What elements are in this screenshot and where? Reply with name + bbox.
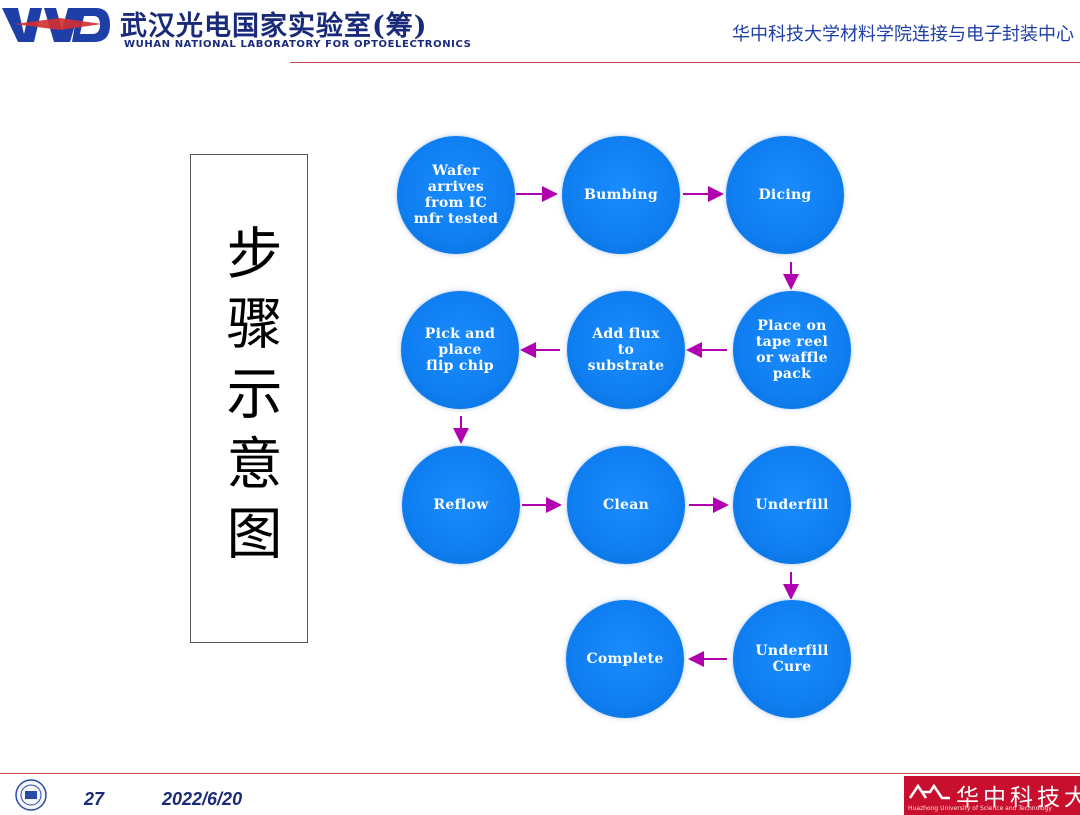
svg-text:HUST: HUST	[908, 800, 911, 802]
node-complete: Complete	[566, 600, 684, 718]
node-label: Underfill	[755, 497, 829, 513]
node-label: Reflow	[433, 497, 489, 513]
node-pick-place: Pick and place flip chip	[401, 291, 519, 409]
node-label: Complete	[586, 651, 664, 667]
node-label: Add flux to substrate	[587, 326, 665, 374]
node-label: Dicing	[758, 187, 812, 203]
lab-name-en: WUHAN NATIONAL LABORATORY FOR OPTOELECTR…	[124, 39, 472, 50]
node-wafer-arrives: Wafer arrives from IC mfr tested	[397, 136, 515, 254]
node-label: Wafer arrives from IC mfr tested	[413, 163, 499, 227]
university-seal-icon	[15, 779, 47, 811]
node-dicing: Dicing	[726, 136, 844, 254]
university-banner: HUST 华中科技大学 Huazhong University of Scien…	[904, 776, 1080, 815]
node-underfill-cure: Underfill Cure	[733, 600, 851, 718]
node-clean: Clean	[567, 446, 685, 564]
node-label: Bumbing	[583, 187, 658, 203]
lab-name-cn: 武汉光电国家实验室(筹)	[120, 11, 428, 42]
page-number: 27	[84, 789, 105, 809]
node-reflow: Reflow	[402, 446, 520, 564]
node-label: Clean	[602, 497, 650, 513]
node-label: Underfill Cure	[755, 643, 829, 675]
node-label: Pick and place flip chip	[424, 326, 496, 374]
date-label: 2022/6/20	[162, 789, 243, 809]
node-bumbing: Bumbing	[562, 136, 680, 254]
node-underfill: Underfill	[733, 446, 851, 564]
wnlo-logo: WHD	[0, 0, 112, 48]
svg-text:WHD: WHD	[56, 45, 62, 47]
header-rule	[290, 62, 1080, 63]
slide-title: 步骤示意图	[217, 223, 282, 574]
node-place-tape-reel: Place on tape reel or waffle pack	[733, 291, 851, 409]
node-add-flux: Add flux to substrate	[567, 291, 685, 409]
title-box: 步骤示意图	[190, 154, 308, 643]
footer-rule	[0, 773, 1080, 774]
university-name-en: Huazhong University of Science and Techn…	[908, 805, 1052, 812]
department-title: 华中科技大学材料学院连接与电子封装中心	[732, 24, 1074, 45]
node-label: Place on tape reel or waffle pack	[755, 318, 829, 382]
university-name-cn: 华中科技大学	[956, 785, 1080, 811]
hust-logo-icon: HUST	[908, 782, 952, 802]
